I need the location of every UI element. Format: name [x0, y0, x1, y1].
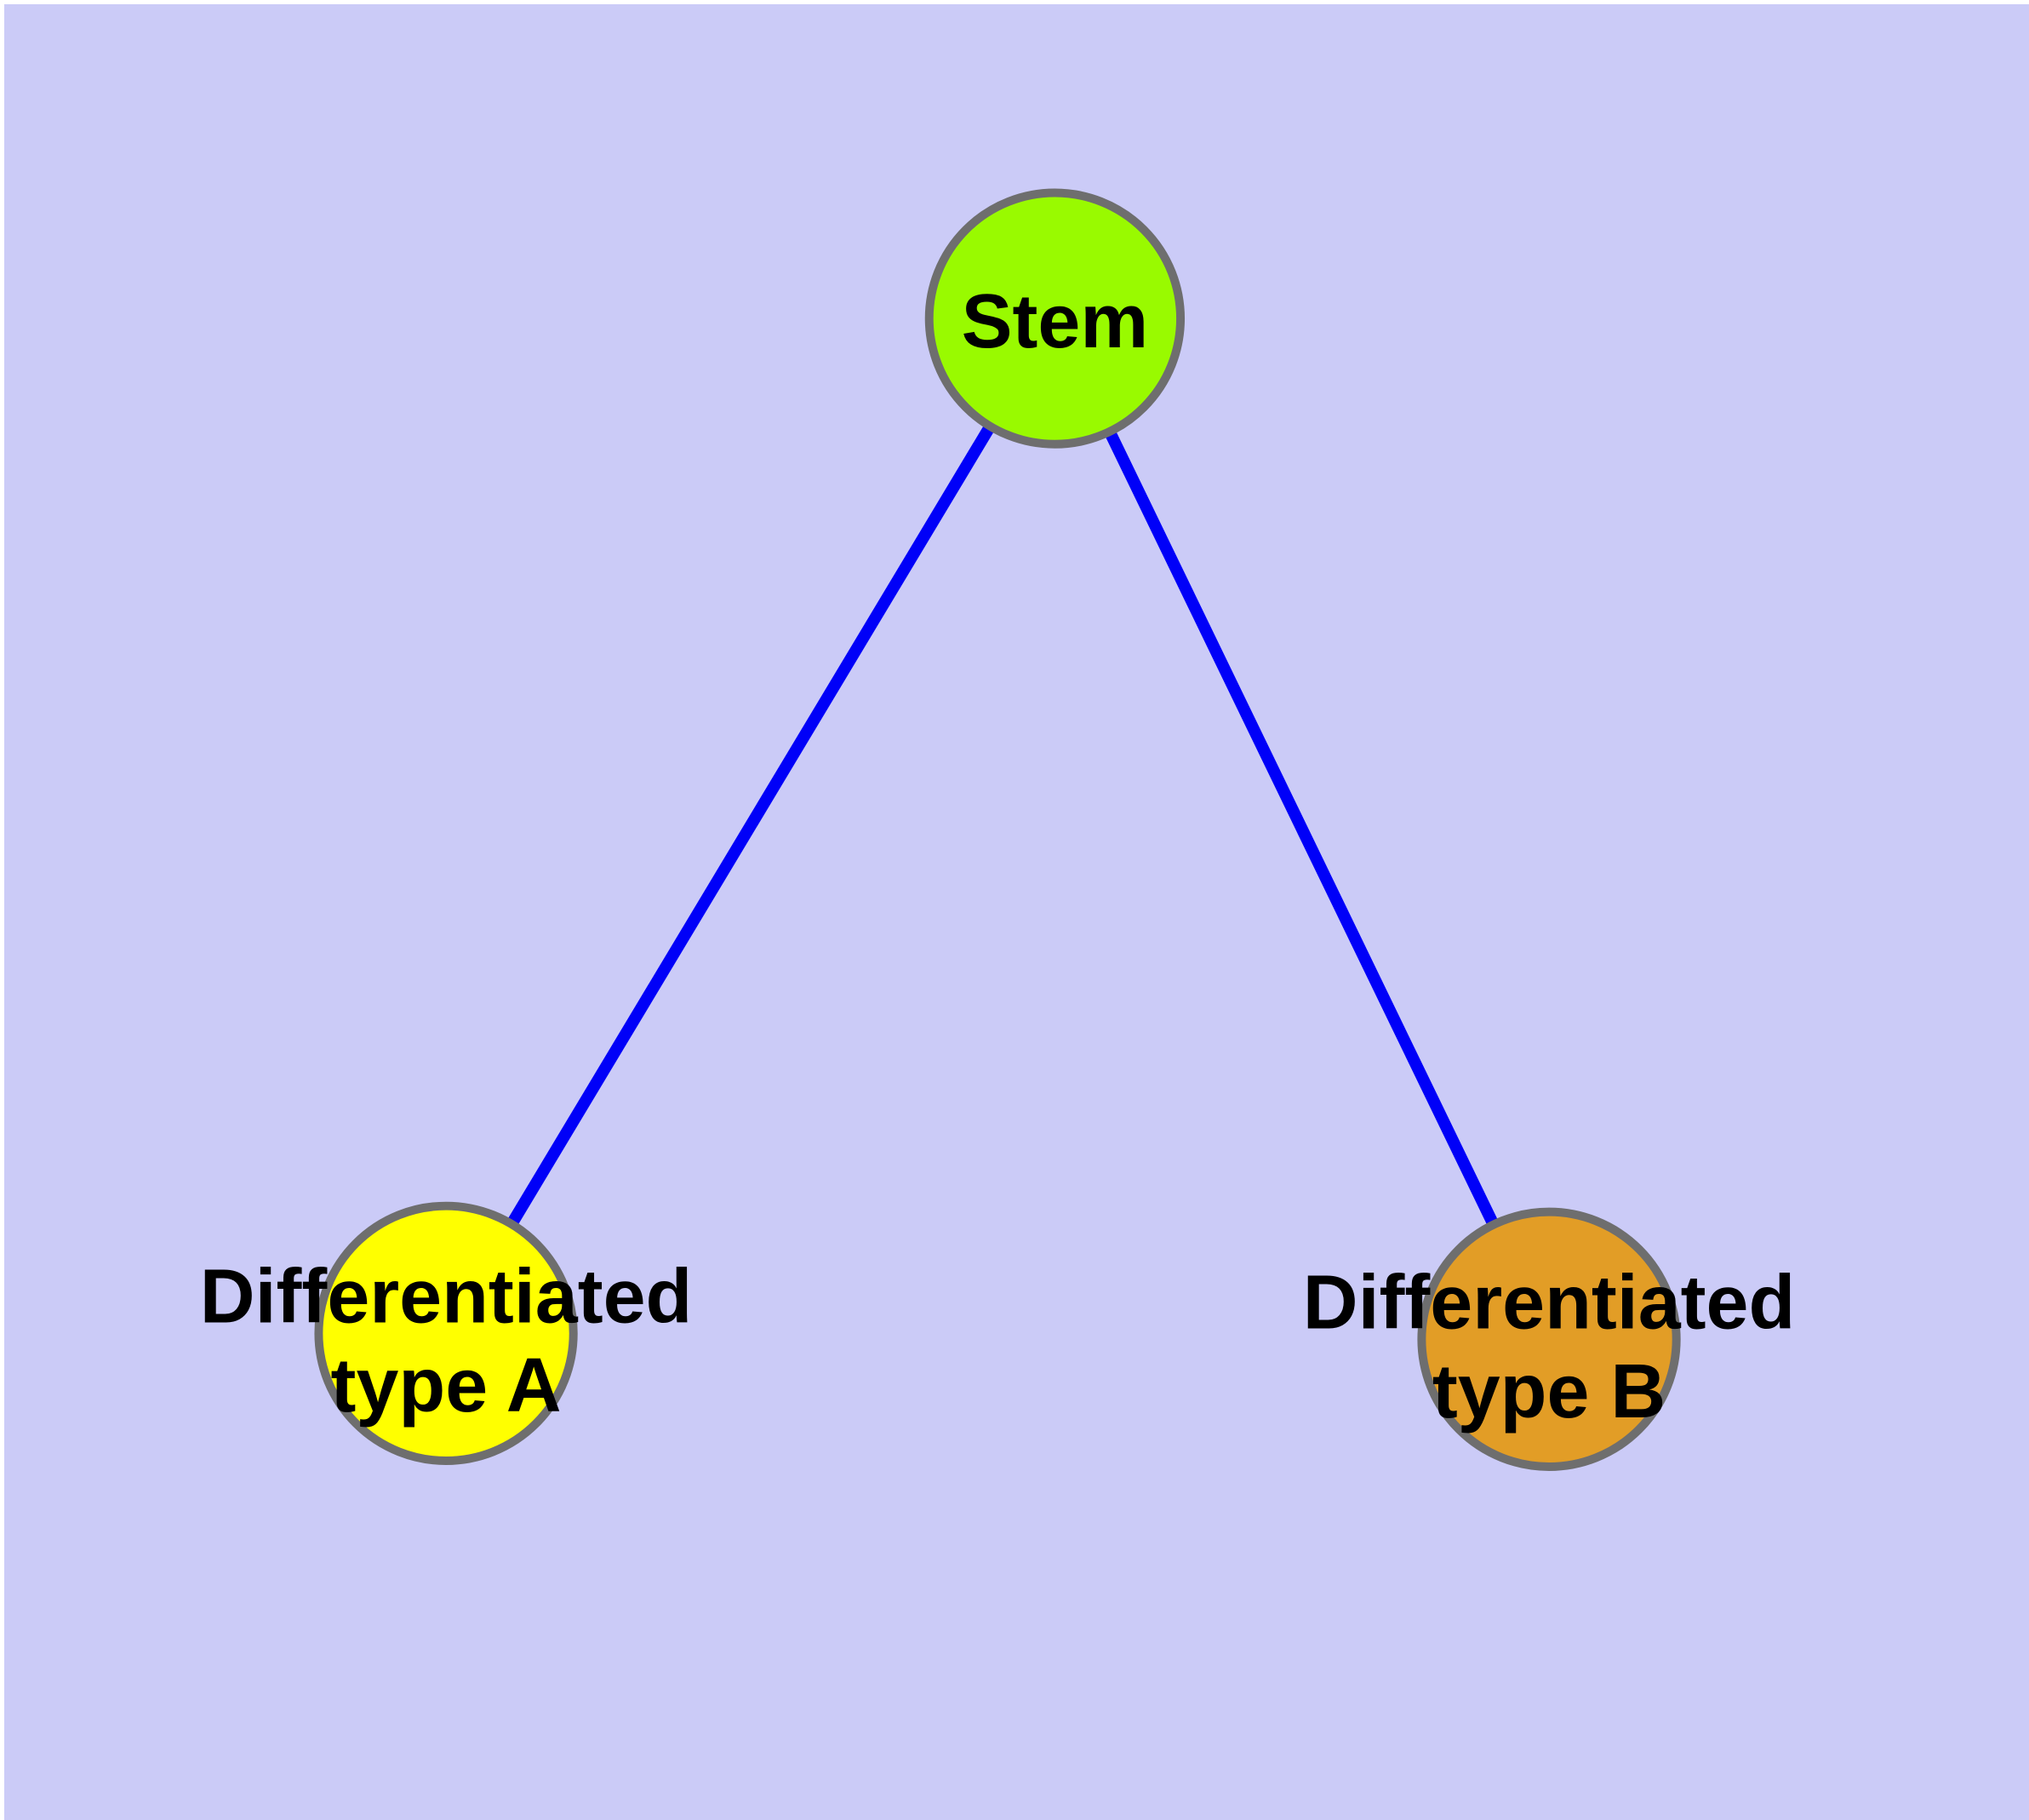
node-stem-label: Stem [962, 279, 1149, 364]
diagram-canvas: Stem Differentiated type A Differentiate… [4, 4, 2029, 1820]
node-type-b-circle[interactable] [1417, 1207, 1681, 1471]
node-type-a-circle[interactable] [314, 1201, 578, 1465]
node-type-b-label-line1: Differentiated [1303, 1260, 1796, 1345]
edge-stem-to-type-a [441, 315, 1060, 1336]
edges [441, 315, 1555, 1342]
node-stem-circle[interactable] [924, 188, 1186, 449]
node-type-a-label-line2: type A [331, 1343, 562, 1428]
graph-svg: Stem Differentiated type A Differentiate… [200, 188, 1796, 1471]
node-type-b-label-line2: type B [1432, 1349, 1666, 1434]
node-type-a-label-line1: Differentiated [200, 1254, 693, 1339]
node-differentiated-type-b: Differentiated type B [1303, 1207, 1796, 1471]
node-stem: Stem [924, 188, 1186, 449]
node-differentiated-type-a: Differentiated type A [200, 1201, 693, 1465]
edge-stem-to-type-b [1049, 316, 1555, 1342]
